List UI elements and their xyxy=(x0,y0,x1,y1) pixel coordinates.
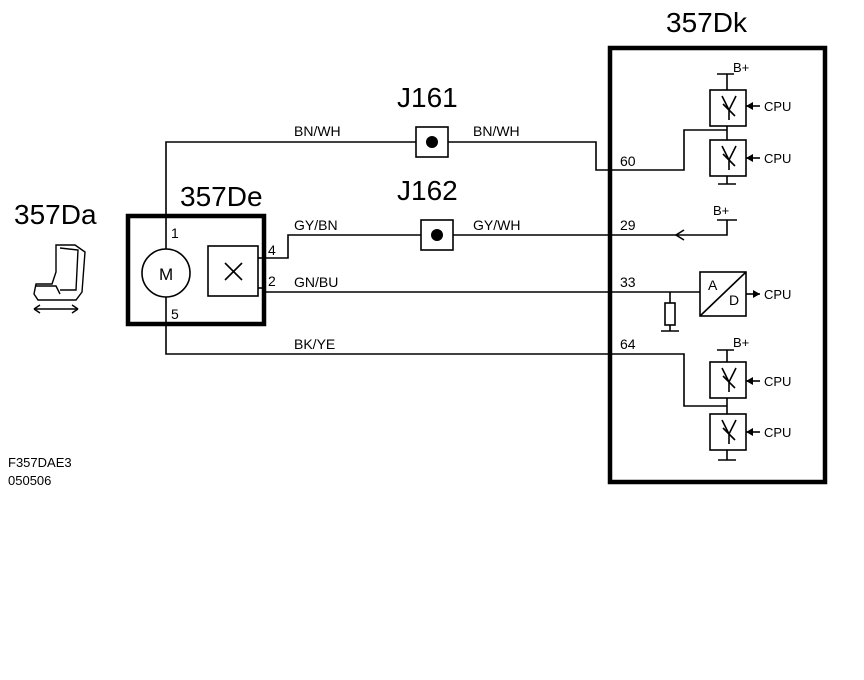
b-plus-label-29: B+ xyxy=(713,203,729,218)
pin-29-label: 29 xyxy=(620,217,636,233)
wire-bn-wh-right xyxy=(448,141,612,171)
pin-60-label: 60 xyxy=(620,153,636,169)
connector-j162 xyxy=(420,219,454,251)
motor-component-label: 357De xyxy=(180,181,263,212)
position-sensor-box xyxy=(207,245,259,297)
b-plus-label-lower: B+ xyxy=(733,335,749,350)
pin-4-label: 4 xyxy=(268,242,276,258)
connector-j161-label: J161 xyxy=(397,82,458,113)
connector-j161 xyxy=(415,126,449,158)
sensor-cross-line-b xyxy=(224,262,243,281)
pull-down-resistor xyxy=(664,302,676,326)
seat-icon xyxy=(33,244,86,314)
wire-bn-wh-left-label: BN/WH xyxy=(294,123,341,139)
figure-date: 050506 xyxy=(8,473,51,488)
cpu-label-5: CPU xyxy=(764,425,791,440)
cpu-label-2: CPU xyxy=(764,151,791,166)
wire-gn-bu-label: GN/BU xyxy=(294,274,338,290)
ad-d-label: D xyxy=(729,292,739,308)
connector-j161-terminal xyxy=(426,136,438,148)
cpu-label-4: CPU xyxy=(764,374,791,389)
seat-component-label: 357Da xyxy=(14,199,97,230)
cpu-label-1: CPU xyxy=(764,99,791,114)
high-side-switch-upper xyxy=(709,89,747,127)
connector-j162-terminal xyxy=(431,229,443,241)
cpu-label-3: CPU xyxy=(764,287,791,302)
pin-1-label: 1 xyxy=(171,225,179,241)
pin-33-label: 33 xyxy=(620,274,636,290)
figure-id: F357DAE3 xyxy=(8,455,72,470)
motor-assembly-box xyxy=(125,213,267,327)
motor-symbol-label: M xyxy=(159,265,173,284)
supply-output-29: B+ xyxy=(612,203,737,241)
wire-gy-bn xyxy=(264,234,421,259)
pin-64-label: 64 xyxy=(620,336,636,352)
high-side-switch-lower xyxy=(709,361,747,399)
wire-bk-ye-label: BK/YE xyxy=(294,336,335,352)
b-plus-label-upper: B+ xyxy=(733,60,749,75)
control-unit-label: 357Dk xyxy=(666,7,748,38)
lower-driver-pair: B+ CPU CPU xyxy=(612,335,791,461)
control-unit-box xyxy=(607,45,828,485)
upper-driver-pair: B+ CPU CPU xyxy=(612,60,791,185)
ad-converter: A D CPU xyxy=(612,271,791,332)
ad-a-label: A xyxy=(708,277,718,293)
wire-gy-wh-label: GY/WH xyxy=(473,217,520,233)
pin-2-label: 2 xyxy=(268,273,276,289)
wire-bn-wh-right-label: BN/WH xyxy=(473,123,520,139)
pin-5-label: 5 xyxy=(171,306,179,322)
wire-bn-wh-left xyxy=(165,141,416,216)
wire-bk-ye xyxy=(165,324,612,355)
connector-j162-label: J162 xyxy=(397,175,458,206)
wire-gy-bn-label: GY/BN xyxy=(294,217,338,233)
